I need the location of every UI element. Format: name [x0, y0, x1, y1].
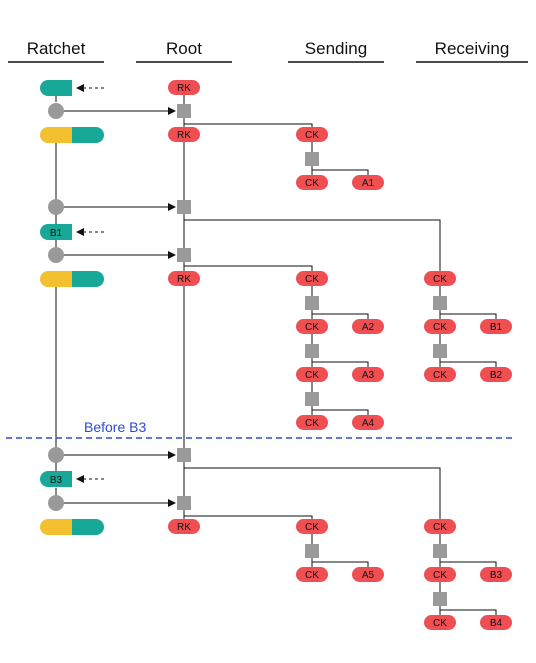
kdf-square	[177, 104, 191, 118]
message-key-node: B2	[480, 367, 512, 382]
dh-circle	[48, 447, 64, 463]
svg-text:B1: B1	[490, 322, 503, 333]
incoming-key-arrows	[76, 84, 104, 483]
chain-key-node: CK	[296, 271, 328, 286]
svg-text:CK: CK	[305, 130, 319, 141]
chain-key-node: CK	[424, 319, 456, 334]
message-key-node: A1	[352, 175, 384, 190]
svg-text:B4: B4	[490, 618, 503, 629]
ratchet-key-pair	[40, 127, 104, 143]
kdf-square	[177, 200, 191, 214]
svg-text:A1: A1	[362, 178, 375, 189]
header-ratchet: Ratchet	[27, 39, 86, 58]
dh-circle	[48, 247, 64, 263]
kdf-square	[433, 296, 447, 310]
svg-text:CK: CK	[433, 274, 447, 285]
root-key-node: RK	[168, 519, 200, 534]
kdf-square	[305, 152, 319, 166]
root-key-node: RK	[168, 271, 200, 286]
chain-key-node: CK	[424, 615, 456, 630]
svg-text:CK: CK	[433, 522, 447, 533]
ratchet-public-key-top	[40, 80, 72, 96]
kdf-square	[177, 448, 191, 462]
svg-text:CK: CK	[305, 370, 319, 381]
chain-key-node: CK	[296, 519, 328, 534]
kdf-square	[305, 392, 319, 406]
kdf-square	[305, 344, 319, 358]
svg-text:CK: CK	[305, 570, 319, 581]
root-key-node: RK	[168, 127, 200, 142]
header-sending: Sending	[305, 39, 367, 58]
kdf-square	[305, 296, 319, 310]
message-key-node: A5	[352, 567, 384, 582]
message-key-node: B4	[480, 615, 512, 630]
svg-text:A4: A4	[362, 418, 375, 429]
dh-circle	[48, 199, 64, 215]
ratchet-public-key-b3: B3	[40, 471, 72, 487]
chain-key-node: CK	[296, 175, 328, 190]
message-key-node: A4	[352, 415, 384, 430]
svg-text:CK: CK	[433, 322, 447, 333]
svg-text:B3: B3	[490, 570, 503, 581]
ratchet-key-pair	[40, 271, 104, 287]
svg-text:B2: B2	[490, 370, 503, 381]
svg-text:CK: CK	[433, 618, 447, 629]
ratchet-public-key-b1: B1	[40, 224, 72, 240]
dh-circle	[48, 103, 64, 119]
ratchet-key-pair	[40, 519, 104, 535]
kdf-square	[433, 592, 447, 606]
svg-text:CK: CK	[433, 570, 447, 581]
svg-text:RK: RK	[177, 130, 191, 141]
before-b3-label: Before B3	[84, 419, 146, 435]
svg-text:CK: CK	[305, 418, 319, 429]
svg-text:RK: RK	[177, 83, 191, 94]
svg-text:RK: RK	[177, 522, 191, 533]
svg-text:CK: CK	[305, 274, 319, 285]
chain-key-node: CK	[424, 271, 456, 286]
chain-key-node: CK	[296, 319, 328, 334]
chain-key-node: CK	[424, 367, 456, 382]
svg-text:CK: CK	[305, 322, 319, 333]
svg-text:A3: A3	[362, 370, 375, 381]
kdf-square	[433, 544, 447, 558]
kdf-arrows	[62, 107, 176, 507]
svg-text:CK: CK	[433, 370, 447, 381]
message-key-node: B1	[480, 319, 512, 334]
kdf-square	[305, 544, 319, 558]
kdf-square	[177, 248, 191, 262]
message-key-node: A2	[352, 319, 384, 334]
svg-text:CK: CK	[305, 178, 319, 189]
chain-key-node: CK	[296, 127, 328, 142]
b1-key-label: B1	[50, 228, 63, 239]
root-key-node: RK	[168, 80, 200, 95]
connector-lines	[55, 94, 497, 616]
kdf-square	[433, 344, 447, 358]
chain-key-node: CK	[296, 415, 328, 430]
chain-key-node: CK	[424, 567, 456, 582]
header-receiving: Receiving	[435, 39, 510, 58]
message-key-node: A3	[352, 367, 384, 382]
svg-text:CK: CK	[305, 522, 319, 533]
b3-key-label: B3	[50, 475, 63, 486]
svg-text:RK: RK	[177, 274, 191, 285]
header-root: Root	[166, 39, 202, 58]
dh-circle	[48, 495, 64, 511]
message-key-node: B3	[480, 567, 512, 582]
chain-key-node: CK	[424, 519, 456, 534]
svg-text:A5: A5	[362, 570, 375, 581]
kdf-square	[177, 496, 191, 510]
chain-key-node: CK	[296, 567, 328, 582]
chain-key-node: CK	[296, 367, 328, 382]
svg-text:A2: A2	[362, 322, 375, 333]
